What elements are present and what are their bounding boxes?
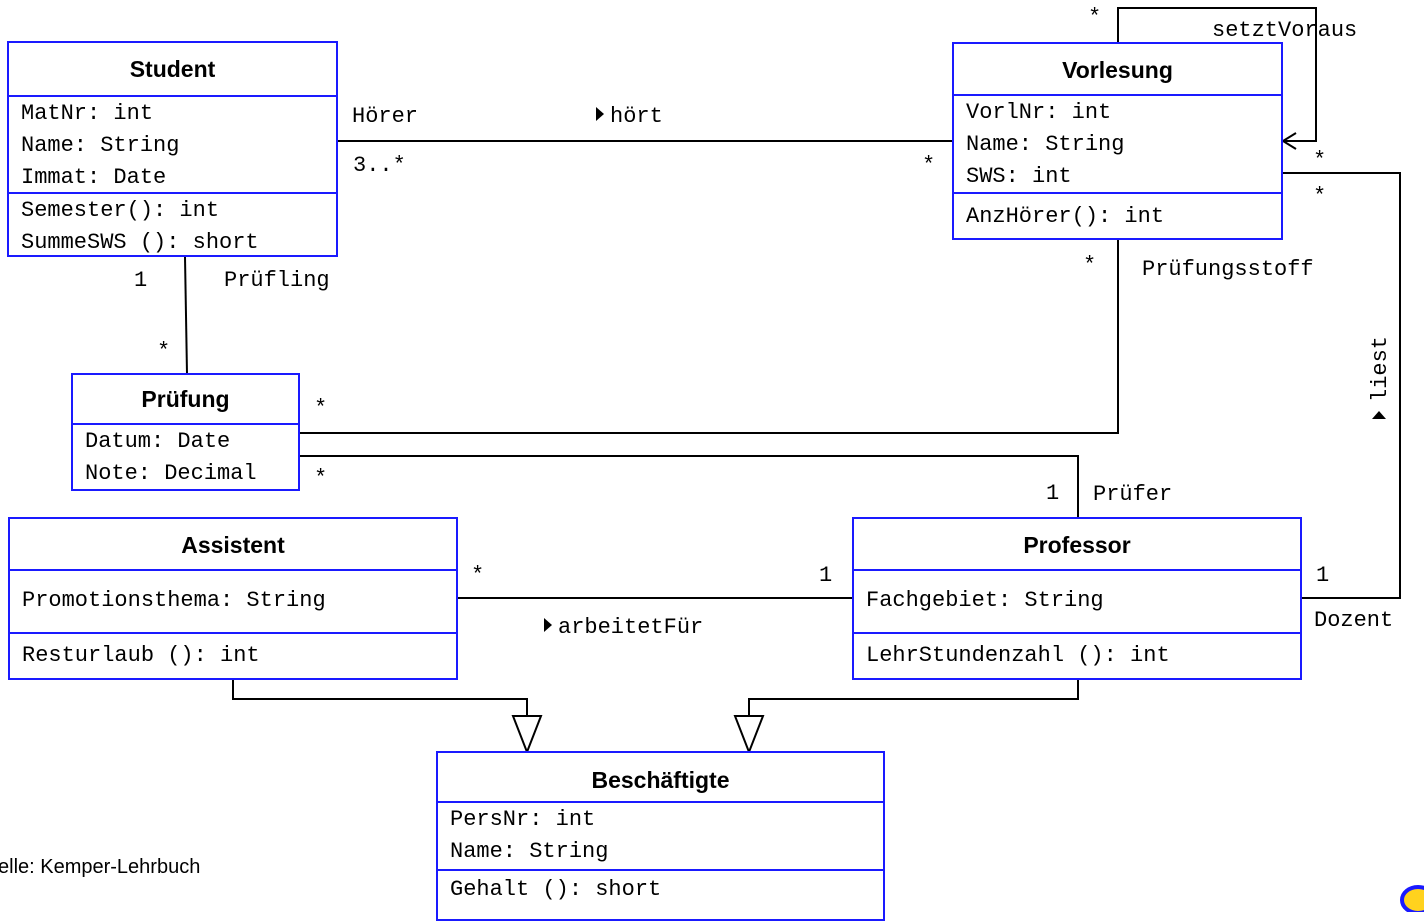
class-title: Beschäftigte bbox=[591, 767, 730, 793]
attribute: Name: String bbox=[450, 839, 609, 864]
attribute-section: Promotionsthema: String bbox=[10, 569, 456, 632]
multiplicity: 1 bbox=[134, 268, 148, 293]
attribute-section: Datum: Date Note: Decimal bbox=[73, 423, 298, 490]
method: Resturlaub (): int bbox=[22, 643, 260, 668]
assoc-name: arbeitetFür bbox=[558, 615, 704, 640]
method-section: Gehalt (): short bbox=[438, 869, 883, 906]
direction-arrow-icon bbox=[544, 618, 552, 632]
class-title: Assistent bbox=[181, 532, 285, 558]
class-student: Student MatNr: int Name: String Immat: D… bbox=[7, 41, 338, 257]
multiplicity: 1 bbox=[1046, 481, 1060, 506]
attribute-section: Fachgebiet: String bbox=[854, 569, 1300, 632]
role-pruefer: Prüfer bbox=[1093, 482, 1173, 507]
direction-arrow-icon bbox=[596, 107, 604, 121]
source-caption: elle: Kemper-Lehrbuch bbox=[0, 856, 201, 878]
method-section: AnzHörer(): int bbox=[954, 192, 1281, 233]
method-section: Semester(): int SummeSWS (): short bbox=[9, 192, 336, 259]
method: AnzHörer(): int bbox=[966, 204, 1165, 229]
class-pruefung: Prüfung Datum: Date Note: Decimal bbox=[71, 373, 300, 491]
multiplicity: * bbox=[314, 396, 328, 421]
method: LehrStundenzahl (): int bbox=[866, 643, 1170, 668]
method: SummeSWS (): short bbox=[21, 230, 259, 255]
role-pruefungsstoff: Prüfungsstoff bbox=[1142, 257, 1314, 282]
method-section: LehrStundenzahl (): int bbox=[854, 632, 1300, 672]
class-vorlesung: Vorlesung VorlNr: int Name: String SWS: … bbox=[952, 42, 1283, 240]
attribute: Name: String bbox=[21, 133, 180, 158]
class-assistent: Assistent Promotionsthema: String Restur… bbox=[8, 517, 458, 680]
attribute: VorlNr: int bbox=[966, 100, 1112, 125]
attribute: Note: Decimal bbox=[85, 461, 257, 486]
attribute: SWS: int bbox=[966, 164, 1072, 189]
assoc-hoert: hört bbox=[596, 104, 663, 130]
assoc-name: liest bbox=[1368, 335, 1394, 403]
multiplicity: * bbox=[922, 153, 936, 178]
attribute-section: PersNr: int Name: String bbox=[438, 801, 883, 869]
method: Gehalt (): short bbox=[450, 877, 662, 902]
role-pruefling: Prüfling bbox=[224, 268, 330, 293]
multiplicity: 1 bbox=[819, 563, 833, 588]
attribute: Name: String bbox=[966, 132, 1125, 157]
logo-decoration bbox=[1400, 885, 1424, 912]
method: Semester(): int bbox=[21, 198, 220, 223]
multiplicity: 1 bbox=[1316, 563, 1330, 588]
direction-arrow-icon bbox=[1372, 411, 1387, 420]
class-title: Student bbox=[129, 56, 216, 82]
multiplicity: * bbox=[1313, 148, 1327, 173]
multiplicity: * bbox=[157, 339, 171, 364]
multiplicity: * bbox=[471, 563, 485, 588]
role-hoerer: Hörer bbox=[352, 104, 419, 129]
attribute-section: MatNr: int Name: String Immat: Date bbox=[9, 95, 336, 192]
assoc-arbeitetfuer: arbeitetFür bbox=[544, 615, 703, 641]
class-beschaeftigte: Beschäftigte PersNr: int Name: String Ge… bbox=[436, 751, 885, 921]
multiplicity: * bbox=[1088, 5, 1102, 30]
class-title: Prüfung bbox=[141, 386, 230, 412]
class-title: Professor bbox=[1023, 532, 1131, 558]
attribute: Immat: Date bbox=[21, 165, 167, 190]
multiplicity: * bbox=[1083, 253, 1097, 278]
attribute: Datum: Date bbox=[85, 429, 231, 454]
multiplicity: * bbox=[1313, 184, 1327, 209]
multiplicity: 3..* bbox=[353, 153, 406, 178]
attribute: MatNr: int bbox=[21, 101, 154, 126]
method-section: Resturlaub (): int bbox=[10, 632, 456, 672]
multiplicity: * bbox=[314, 466, 328, 491]
assoc-liest: liest bbox=[1368, 336, 1394, 422]
attribute-section: VorlNr: int Name: String SWS: int bbox=[954, 94, 1281, 192]
attribute: Fachgebiet: String bbox=[866, 588, 1104, 613]
assoc-setztvoraus: setztVoraus bbox=[1212, 18, 1358, 43]
attribute: Promotionsthema: String bbox=[22, 588, 326, 613]
attribute: PersNr: int bbox=[450, 807, 596, 832]
assoc-name: hört bbox=[610, 104, 663, 129]
role-dozent: Dozent bbox=[1314, 608, 1394, 633]
class-title: Vorlesung bbox=[1062, 57, 1173, 83]
class-professor: Professor Fachgebiet: String LehrStunden… bbox=[852, 517, 1302, 680]
